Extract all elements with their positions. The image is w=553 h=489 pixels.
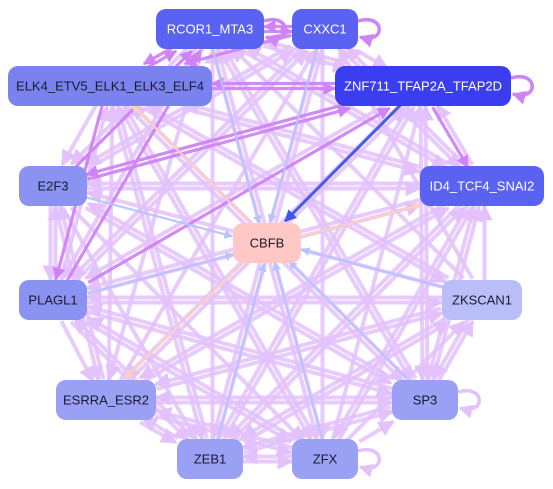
edge-plagl1-to-znf711 [87,106,391,284]
node-label: ZKSCAN1 [452,292,512,307]
node-label: ID4_TCF4_SNAI2 [430,178,535,193]
edge-cbfb-to-esrra [123,260,246,379]
node-esrra[interactable]: ESRRA_ESR2 [56,380,156,420]
node-cxxc1[interactable]: CXXC1 [292,9,358,49]
node-e2f3[interactable]: E2F3 [19,166,87,206]
node-label: ESRRA_ESR2 [63,392,149,407]
node-plagl1[interactable]: PLAGL1 [19,280,87,320]
node-label: PLAGL1 [28,292,77,307]
edge-znf711-to-id4 [431,106,470,169]
edge-sp3-to-e2f3 [86,201,395,381]
node-box [233,223,301,263]
node-elk4[interactable]: ELK4_ETV5_ELK1_ELK3_ELF4 [8,66,212,106]
edge-sp3-to-cbfb [288,260,408,380]
edge-zfx-to-id4 [336,205,475,442]
node-box [177,439,243,479]
edge-zfx-to-sp3 [358,419,395,444]
edge-esrra-to-elk4 [104,104,121,381]
edge-cxxc1-to-cbfb [267,48,319,224]
node-box [56,380,156,420]
self-loop-rcor1 [263,17,287,48]
node-label: ZNF711_TFAP2A_TFAP2D [344,78,502,93]
edge-zeb1-to-esrra [141,416,180,440]
edge-elk4-to-id4 [183,106,421,176]
edge-rcor1-to-sp3 [217,49,413,383]
edge-znf711-to-e2f3 [85,102,349,178]
edge-znf711-to-sp3 [414,106,431,382]
edge-znf711-to-cbfb [284,103,403,223]
node-box [156,9,264,49]
node-box [392,380,458,420]
edge-elk4-to-rcor1 [145,49,178,70]
node-box [292,9,358,49]
node-box [335,66,511,106]
node-zeb1[interactable]: ZEB1 [177,439,243,479]
node-label: CXXC1 [303,21,346,36]
node-box [19,166,87,206]
node-label: CBFB [250,235,285,250]
edge-rcor1-to-elk4 [142,45,175,66]
node-box [420,166,544,206]
node-label: ELK4_ETV5_ELK1_ELK3_ELF4 [16,78,204,93]
self-loop-cxxc1 [357,17,381,48]
edge-zeb1-to-cbfb [216,262,267,440]
edge-rcor1-to-cbfb [211,49,262,225]
edge-zkscan1-to-sp3 [432,317,471,381]
edge-plagl1-to-esrra [59,320,95,383]
node-label: E2F3 [37,178,68,193]
node-box [292,439,358,479]
edge-znf711-to-plagl1 [84,102,389,280]
edge-plagl1-to-cbfb [87,252,235,295]
edge-sp3-to-plagl1 [86,302,394,391]
edge-e2f3-to-sp3 [84,205,393,385]
node-cbfb[interactable]: CBFB [233,223,301,263]
node-zkscan1[interactable]: ZKSCAN1 [442,280,522,320]
edge-cbfb-to-elk4 [130,103,250,223]
node-znf711[interactable]: ZNF711_TFAP2A_TFAP2D [335,66,511,106]
node-label: SP3 [413,392,438,407]
node-id4[interactable]: ID4_TCF4_SNAI2 [420,166,544,206]
node-layer: CBFB RCOR1_MTA3 CXXC1ELK4_ETV5_ELK1_ELK3_E… [8,9,544,479]
node-sp3[interactable]: SP3 [392,380,458,420]
edge-zkscan1-to-elk4 [144,102,450,280]
self-loop-zfx [357,447,381,478]
node-label: ZFX [313,451,338,466]
edge-elk4-to-zkscan1 [142,106,448,284]
node-zfx[interactable]: ZFX [292,439,358,479]
self-loop-sp3 [457,388,481,419]
edge-esrra-to-id4 [141,206,450,384]
edge-elk4-to-e2f3 [60,103,99,167]
edge-id4-to-esrra [138,202,447,380]
node-label: RCOR1_MTA3 [167,21,253,36]
node-box [442,280,522,320]
edge-cbfb-to-id4 [301,202,422,238]
edge-zkscan1-to-cbfb [300,247,443,289]
self-loop-znf711 [510,74,534,105]
edge-cxxc1-to-plagl1 [69,45,305,280]
edge-e2f3-to-cbfb [86,196,234,239]
edge-id4-to-zfx [332,203,471,440]
edge-zkscan1-to-zeb1 [240,316,448,440]
node-rcor1[interactable]: RCOR1_MTA3 [156,9,264,49]
node-box [8,66,212,106]
node-box [19,280,87,320]
edge-zfx-to-cbfb [272,261,324,439]
node-label: ZEB1 [194,451,227,466]
